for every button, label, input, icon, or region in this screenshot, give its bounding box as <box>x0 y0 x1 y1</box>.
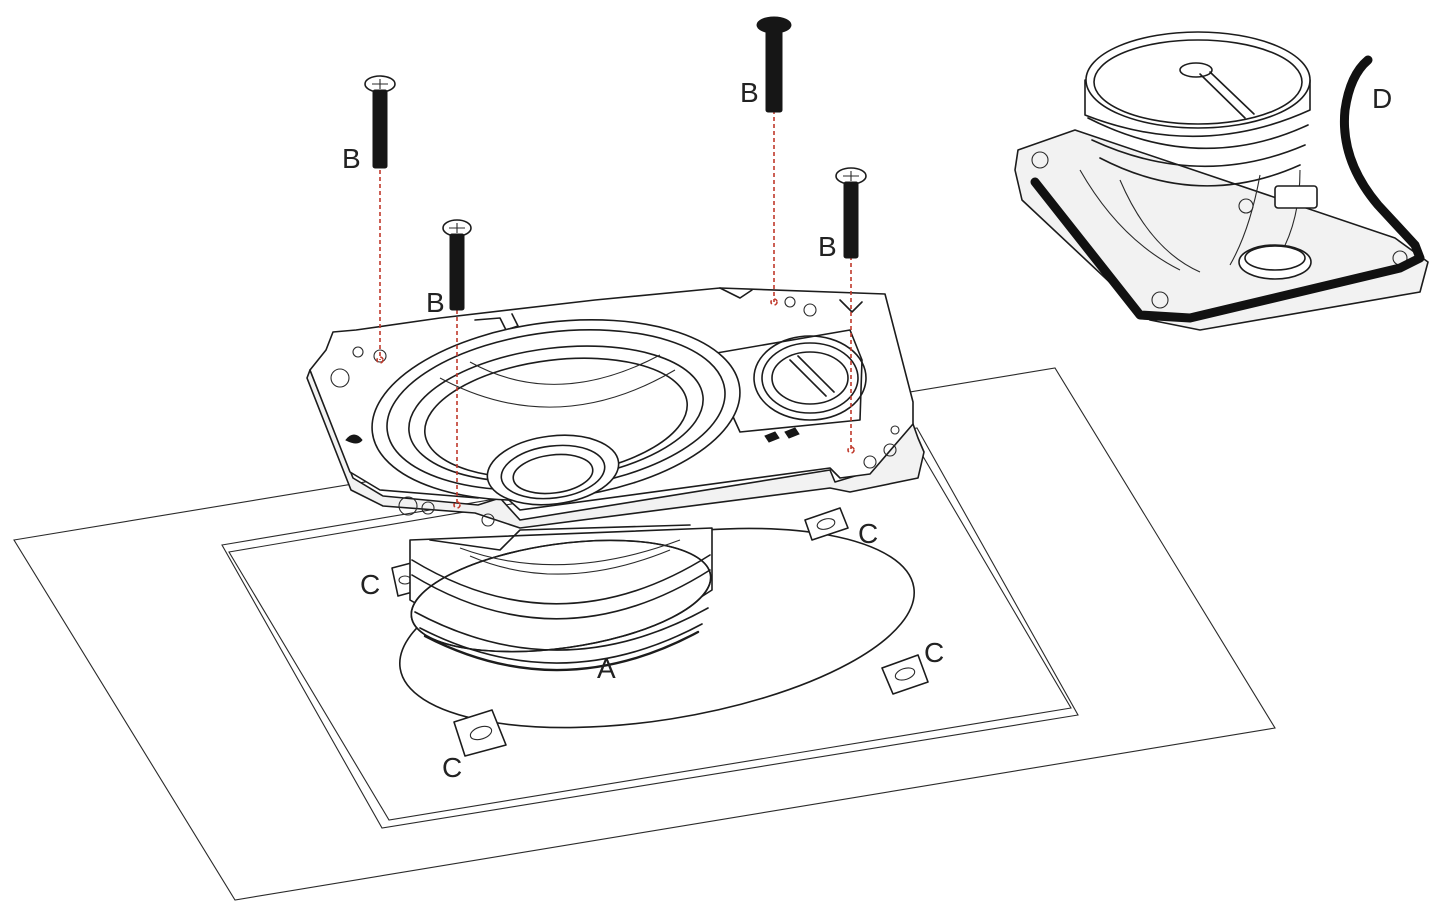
clamp-label: C <box>858 518 878 549</box>
screw-label: B <box>818 231 837 262</box>
clamp-tab <box>881 654 929 695</box>
gasket-label: D <box>1372 83 1392 114</box>
speaker-label: A <box>597 653 616 684</box>
screw <box>364 75 396 169</box>
clamp-label: C <box>442 752 462 783</box>
mounting-frame <box>306 287 925 529</box>
callout-labels: B B B B C C C C A D <box>342 77 1392 783</box>
screw-label: B <box>740 77 759 108</box>
screw <box>756 16 792 113</box>
screw-label: B <box>342 143 361 174</box>
clamp-label: C <box>924 637 944 668</box>
clamp-tab <box>804 507 849 541</box>
screw-label: B <box>426 287 445 318</box>
screw-guides <box>376 110 855 509</box>
clamp-label: C <box>360 569 380 600</box>
screw <box>835 167 867 259</box>
screw <box>442 219 472 311</box>
clamp-tab <box>453 709 507 757</box>
gasket-detail-inset <box>1014 31 1429 331</box>
speaker-body <box>409 524 713 672</box>
